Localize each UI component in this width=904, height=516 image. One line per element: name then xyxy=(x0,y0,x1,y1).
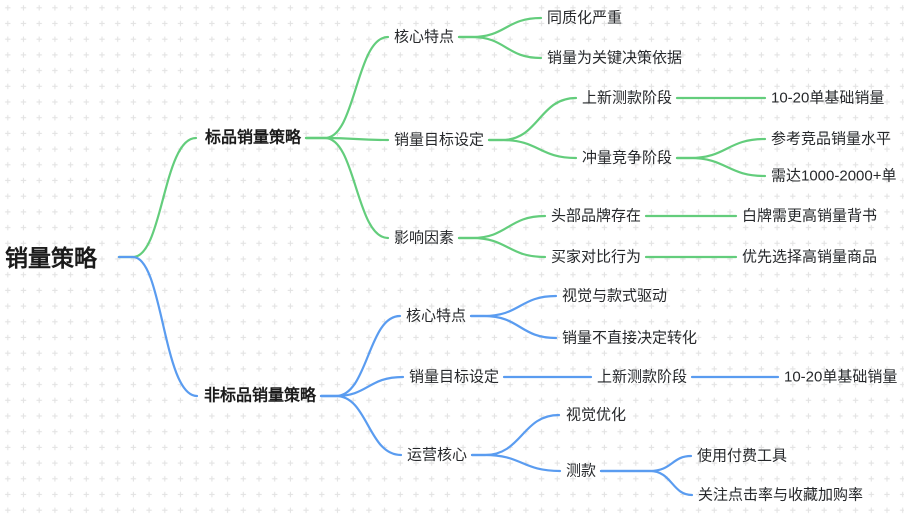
edge-competition-need-volume xyxy=(675,156,767,178)
node-ns-ctr-favorite-rate[interactable]: 关注点击率与收藏加购率 xyxy=(698,487,863,504)
edge-target-volume-competition xyxy=(487,138,578,160)
node-std-influence-factors[interactable]: 影响因素 xyxy=(394,230,454,247)
edge-root-nonstandard xyxy=(117,255,199,398)
node-std-volume-competition-stage[interactable]: 冲量竞争阶段 xyxy=(582,149,672,167)
node-ns-sales-target[interactable]: 销量目标设定 xyxy=(409,369,499,386)
edge-core-sales-key-decision xyxy=(457,35,543,60)
node-ns-style-testing[interactable]: 测款 xyxy=(566,463,596,480)
edge-factors-buyer-comparison xyxy=(457,236,547,259)
node-ns-base-sales-10-20[interactable]: 10-20单基础销量 xyxy=(784,369,897,386)
node-ns-new-launch-stage[interactable]: 上新测款阶段 xyxy=(597,369,687,386)
edges-standard-branch xyxy=(117,16,767,259)
node-std-ref-competitor-sales[interactable]: 参考竞品销量水平 xyxy=(771,130,891,148)
node-ns-sales-not-decisive[interactable]: 销量不直接决定转化 xyxy=(562,330,697,347)
node-std-core-features[interactable]: 核心特点 xyxy=(394,29,454,46)
node-std-buyer-comparison[interactable]: 买家对比行为 xyxy=(551,249,641,266)
node-std-need-1000-2000[interactable]: 需达1000-2000+单 xyxy=(771,168,897,185)
node-ns-visual-style-driven[interactable]: 视觉与款式驱动 xyxy=(562,288,667,305)
edge-ns-operation-style-testing xyxy=(470,453,562,473)
edge-standard-core-features xyxy=(304,35,390,140)
node-ns-operation-core[interactable]: 运营核心 xyxy=(407,447,467,464)
node-ns-paid-tools[interactable]: 使用付费工具 xyxy=(697,448,787,465)
node-std-base-sales-10-20[interactable]: 10-20单基础销量 xyxy=(771,90,884,107)
node-ns-visual-optimization[interactable]: 视觉优化 xyxy=(566,407,626,424)
node-std-sales-key-decision[interactable]: 销量为关键决策依据 xyxy=(547,50,682,67)
node-std-top-brand-presence[interactable]: 头部品牌存在 xyxy=(551,208,641,225)
node-nonstandard-strategy[interactable]: 非标品销量策略 xyxy=(204,386,317,405)
edge-standard-influence-factors xyxy=(304,136,390,240)
node-ns-core-features[interactable]: 核心特点 xyxy=(406,308,466,325)
edge-ns-testing-ctr-favorite xyxy=(599,469,694,497)
node-standard-strategy[interactable]: 标品销量策略 xyxy=(204,128,302,147)
node-std-white-label-endorsement[interactable]: 白牌需更高销量背书 xyxy=(742,208,877,225)
edge-ns-operation-core xyxy=(319,394,403,457)
node-std-prefer-high-sales[interactable]: 优先选择高销量商品 xyxy=(742,249,877,266)
mindmap-nodes: 销量策略 标品销量策略 非标品销量策略 核心特点 销量目标设定 影响因素 同质化… xyxy=(5,10,897,504)
node-std-homogenization[interactable]: 同质化严重 xyxy=(547,10,622,27)
edges-nonstandard-branch xyxy=(117,255,780,497)
node-std-sales-target[interactable]: 销量目标设定 xyxy=(394,132,484,149)
edge-root-standard xyxy=(117,136,198,259)
edge-ns-core-sales-not-decisive xyxy=(469,314,558,340)
node-std-new-launch-stage[interactable]: 上新测款阶段 xyxy=(582,90,672,107)
node-root[interactable]: 销量策略 xyxy=(5,245,98,271)
